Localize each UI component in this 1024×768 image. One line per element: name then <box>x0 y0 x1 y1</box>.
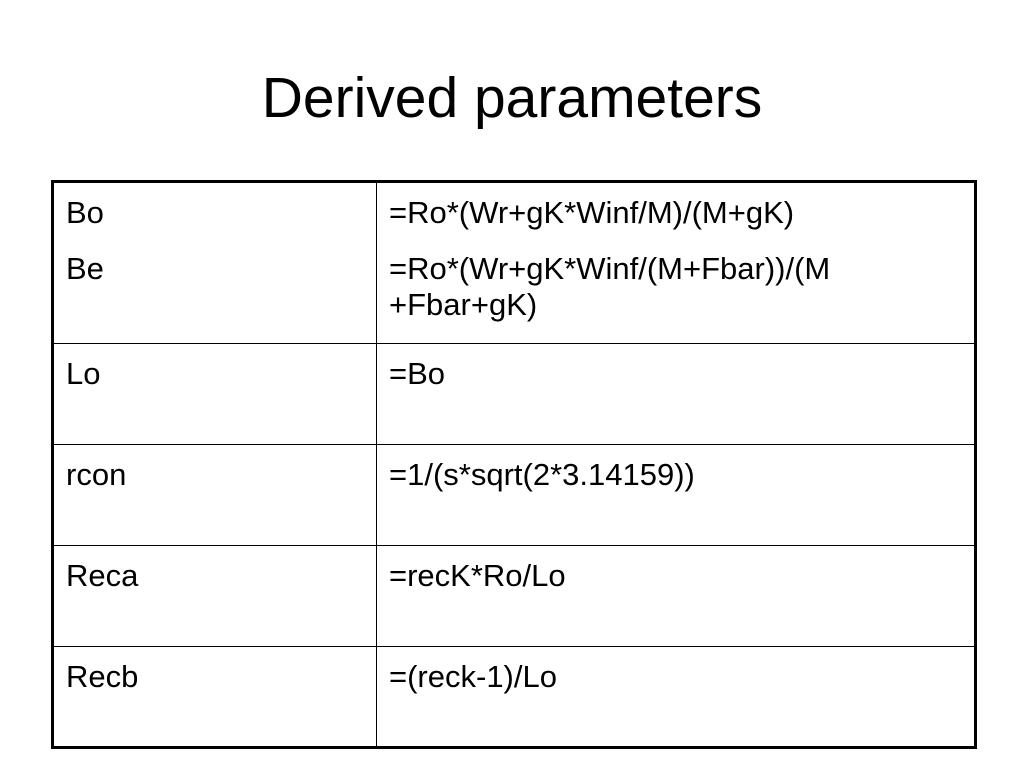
parameter-formula: =recK*Ro/Lo <box>389 558 566 593</box>
parameter-name-cell: rcon <box>52 444 377 546</box>
slide-title: Derived parameters <box>261 66 763 130</box>
parameter-formula: =Ro*(Wr+gK*Winf/M)/(M+gK) <box>389 195 795 230</box>
table-row: Reca =recK*Ro/Lo <box>52 545 976 647</box>
table-row: Recb =(reck-1)/Lo <box>52 646 976 748</box>
parameter-name: Recb <box>66 659 139 694</box>
parameter-name: Reca <box>66 558 139 593</box>
parameter-formula-cell: =Bo <box>376 343 976 445</box>
parameter-formula: =1/(s*sqrt(2*3.14159)) <box>389 457 695 492</box>
parameter-name: rcon <box>66 457 127 492</box>
parameter-formula-cell: =1/(s*sqrt(2*3.14159)) <box>376 444 976 546</box>
table-row: Bo Be =Ro*(Wr+gK*Winf/M)/(M+gK) =Ro*(Wr+… <box>52 181 976 344</box>
parameter-name: Be <box>66 251 104 286</box>
parameter-formula: =(reck-1)/Lo <box>389 659 557 694</box>
parameter-name: Bo <box>66 195 104 230</box>
parameters-table: Bo Be =Ro*(Wr+gK*Winf/M)/(M+gK) =Ro*(Wr+… <box>51 180 977 749</box>
parameter-name-cell: Recb <box>52 646 377 748</box>
table-row: Lo =Bo <box>52 343 976 445</box>
parameter-formula-cell: =(reck-1)/Lo <box>376 646 976 748</box>
parameter-formula: =Ro*(Wr+gK*Winf/(M+Fbar))/(M +Fbar+gK) <box>389 251 831 322</box>
parameter-formula-cell: =Ro*(Wr+gK*Winf/M)/(M+gK) =Ro*(Wr+gK*Win… <box>376 181 976 344</box>
parameter-formula: =Bo <box>389 356 446 391</box>
parameter-name-cell: Reca <box>52 545 377 647</box>
parameter-formula-cell: =recK*Ro/Lo <box>376 545 976 647</box>
parameter-name: Lo <box>66 356 101 391</box>
parameter-name-cell: Lo <box>52 343 377 445</box>
parameter-name-cell: Bo Be <box>52 181 377 344</box>
table-row: rcon =1/(s*sqrt(2*3.14159)) <box>52 444 976 546</box>
